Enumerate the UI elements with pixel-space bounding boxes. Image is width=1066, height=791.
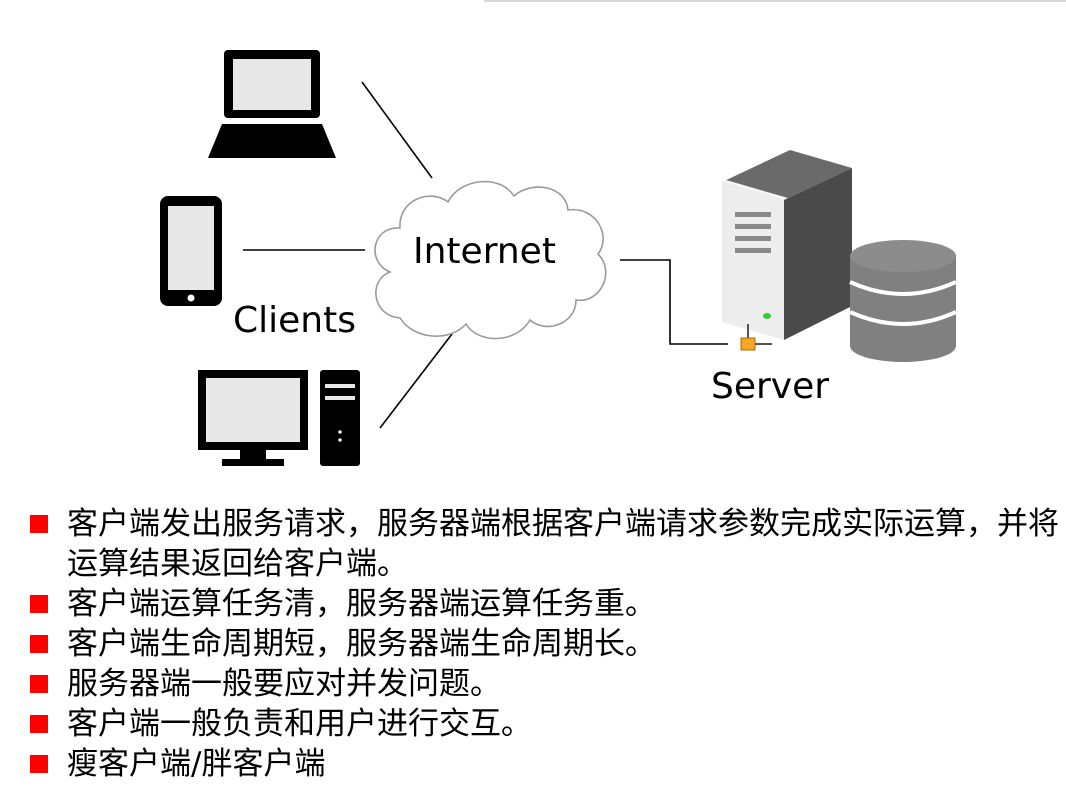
list-item-text: 客户端发出服务请求，服务器端根据客户端请求参数完成实际运算，并将运算结果返回给客… bbox=[67, 506, 1059, 582]
list-item: 客户端生命周期短，服务器端生命周期长。 bbox=[30, 624, 1060, 664]
bullet-square-icon bbox=[30, 755, 48, 773]
laptop-connector bbox=[361, 81, 433, 179]
desktop-connector bbox=[379, 333, 453, 429]
bullet-square-icon bbox=[30, 515, 48, 533]
desktop-icon bbox=[198, 370, 360, 466]
laptop-icon bbox=[208, 50, 336, 158]
server-icon bbox=[722, 150, 852, 351]
bullet-list: 客户端发出服务请求，服务器端根据客户端请求参数完成实际运算，并将运算结果返回给客… bbox=[30, 504, 1060, 784]
server-connector bbox=[620, 259, 728, 345]
list-item: 瘦客户端/胖客户端 bbox=[30, 744, 1060, 784]
list-item-text: 瘦客户端/胖客户端 bbox=[67, 746, 326, 782]
cloud-icon bbox=[374, 180, 607, 340]
bullet-square-icon bbox=[30, 635, 48, 653]
list-item-text: 客户端运算任务清，服务器端运算任务重。 bbox=[67, 586, 656, 622]
phone-icon bbox=[160, 196, 222, 306]
database-icon bbox=[849, 240, 957, 362]
bullet-square-icon bbox=[30, 715, 48, 733]
list-item: 客户端发出服务请求，服务器端根据客户端请求参数完成实际运算，并将运算结果返回给客… bbox=[30, 504, 1060, 584]
list-item: 客户端一般负责和用户进行交互。 bbox=[30, 704, 1060, 744]
top-rule bbox=[484, 0, 1066, 2]
list-item: 服务器端一般要应对并发问题。 bbox=[30, 664, 1060, 704]
list-item: 客户端运算任务清，服务器端运算任务重。 bbox=[30, 584, 1060, 624]
bullet-square-icon bbox=[30, 675, 48, 693]
bullet-square-icon bbox=[30, 595, 48, 613]
list-item-text: 服务器端一般要应对并发问题。 bbox=[67, 666, 501, 702]
clients-label: Clients bbox=[233, 300, 356, 341]
client-server-diagram: Internet Clients Server bbox=[160, 50, 957, 466]
list-item-text: 客户端生命周期短，服务器端生命周期长。 bbox=[67, 626, 656, 662]
internet-label: Internet bbox=[413, 231, 556, 272]
server-label: Server bbox=[711, 366, 829, 407]
list-item-text: 客户端一般负责和用户进行交互。 bbox=[67, 706, 532, 742]
